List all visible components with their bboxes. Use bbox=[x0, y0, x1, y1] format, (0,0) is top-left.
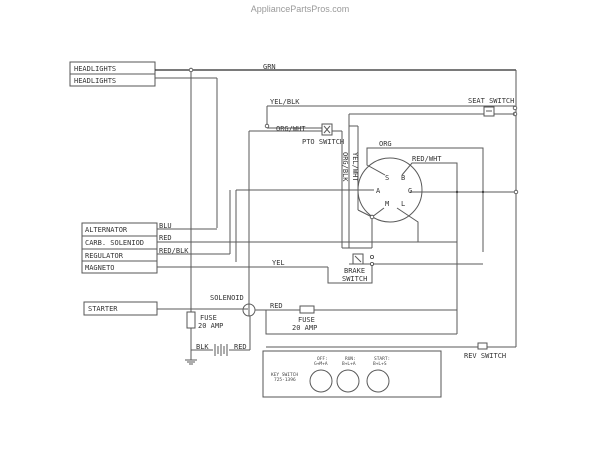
terminal-g: G bbox=[408, 187, 412, 195]
fuse-left-label-1: FUSE bbox=[200, 314, 217, 322]
solenoid-label: SOLENOID bbox=[210, 294, 244, 302]
key-pos-off-contacts: G+M+A bbox=[314, 361, 328, 367]
rev-switch-label: REV SWITCH bbox=[464, 352, 506, 360]
fuse-mid-label-1: FUSE bbox=[298, 316, 315, 324]
wire-label-org: ORG bbox=[379, 140, 392, 148]
key-pos-run-contacts: B+L+A bbox=[342, 361, 356, 367]
seat-switch-label: SEAT SWITCH bbox=[468, 97, 514, 105]
key-pos-start-contacts: B+L+S bbox=[373, 361, 387, 367]
pto-switch: PTO SWITCH bbox=[302, 123, 344, 146]
wire-label-blk: BLK bbox=[196, 343, 209, 351]
wire-label-yel-wht: YEL/WHT bbox=[351, 152, 359, 182]
terminal-a: A bbox=[376, 187, 381, 195]
magneto-label: MAGNETO bbox=[85, 264, 115, 272]
seat-switch: SEAT SWITCH bbox=[468, 97, 514, 117]
pto-switch-label: PTO SWITCH bbox=[302, 138, 344, 146]
module-box: ALTERNATOR CARB. SOLENIOD REGULATOR MAGN… bbox=[81, 222, 158, 274]
terminal-b: B bbox=[401, 174, 405, 182]
wire-label-red-wht: RED/WHT bbox=[412, 155, 442, 163]
brake-switch-label-1: BRAKE bbox=[344, 267, 365, 275]
fuse-left: FUSE 20 AMP bbox=[186, 311, 223, 330]
brake-switch-label-2: SWITCH bbox=[342, 275, 367, 283]
key-switch-title: KEY SWITCH bbox=[271, 372, 298, 378]
terminal-l: L bbox=[401, 200, 405, 208]
terminal-m: M bbox=[385, 200, 389, 208]
key-switch-part: 725-1396 bbox=[274, 377, 296, 383]
wire-label-red-blk: RED/BLK bbox=[159, 247, 189, 255]
key-pos-start: START: bbox=[374, 356, 390, 362]
regulator-label: REGULATOR bbox=[85, 252, 124, 260]
wire-label-blu: BLU bbox=[159, 222, 172, 230]
headlights-box: HEADLIGHTS HEADLIGHTS bbox=[69, 61, 156, 87]
brake-switch: BRAKE SWITCH bbox=[342, 253, 367, 283]
fuse-left-label-2: 20 AMP bbox=[198, 322, 223, 330]
rev-switch: REV SWITCH bbox=[464, 342, 506, 360]
wire-label-org-blk: ORG/BLK bbox=[341, 152, 349, 182]
key-pos-run: RUN: bbox=[345, 356, 356, 362]
wire-label-red-solenoid: RED bbox=[270, 302, 283, 310]
wire-label-grn: GRN bbox=[263, 63, 276, 71]
ground-icon bbox=[185, 352, 197, 365]
terminal-s: S bbox=[385, 174, 389, 182]
wire-label-red-battery: RED bbox=[234, 343, 247, 351]
alternator-label: ALTERNATOR bbox=[85, 226, 128, 234]
wire-label-red: RED bbox=[159, 234, 172, 242]
battery bbox=[214, 344, 228, 356]
key-switch-box: KEY SWITCH 725-1396 OFF: G+M+A RUN: B+L+… bbox=[262, 350, 442, 398]
wire-label-org-wht: ORG/WHT bbox=[276, 125, 306, 133]
wire-label-yel: YEL bbox=[272, 259, 285, 267]
wire-label-yel-blk: YEL/BLK bbox=[270, 98, 300, 106]
starter-box: STARTER bbox=[83, 301, 158, 316]
headlights-label-1: HEADLIGHTS bbox=[74, 65, 116, 73]
carb-solenoid-label: CARB. SOLENIOD bbox=[85, 239, 144, 247]
watermark: AppliancePartsPros.com bbox=[250, 4, 350, 14]
headlights-label-2: HEADLIGHTS bbox=[74, 77, 116, 85]
fuse-mid-label-2: 20 AMP bbox=[292, 324, 317, 332]
starter-label: STARTER bbox=[88, 305, 118, 313]
key-pos-off: OFF: bbox=[317, 356, 328, 362]
